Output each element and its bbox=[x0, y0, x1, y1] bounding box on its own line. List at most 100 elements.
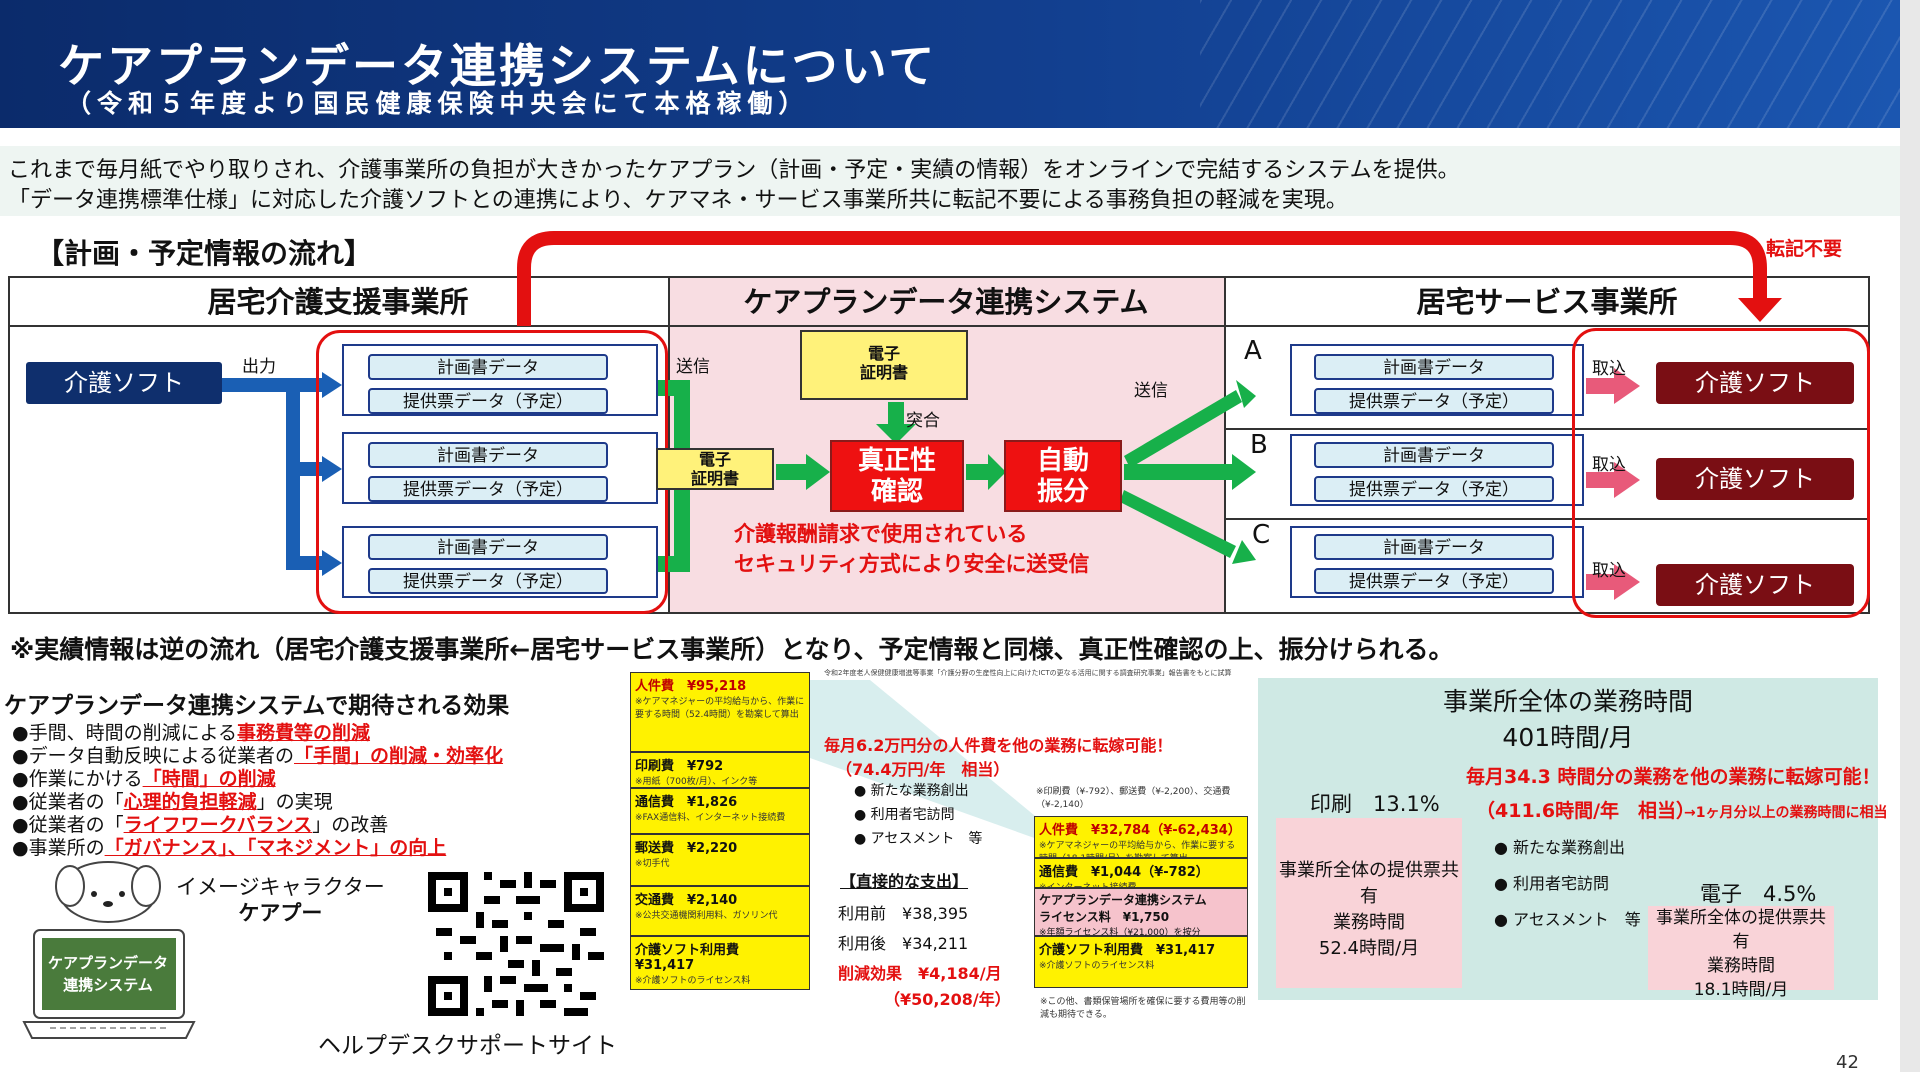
software-cost-cell: 介護ソフト利用費¥31,417※介護ソフトのライセンス料 bbox=[630, 936, 810, 990]
plan-data-pill: 計画書データ bbox=[1314, 354, 1554, 380]
license-cost-cell: ケアプランデータ連携システムライセンス料 ¥1,750※年額ライセンス料（¥21… bbox=[1034, 888, 1248, 938]
kaigo-soft-b: 介護ソフト bbox=[1656, 458, 1854, 500]
column-header-care-support: 居宅介護支援事業所 bbox=[207, 285, 469, 319]
effect-item: ●従業者の「ライフワークバランス」の改善 bbox=[12, 814, 389, 836]
flow-note: ※実績情報は逆の流れ（居宅介護支援事業所←居宅サービス事業所）となり、予定情報と… bbox=[10, 635, 1454, 664]
effect-item: ●データ自動反映による従業者の「手間」の削減・効率化 bbox=[12, 745, 504, 767]
print-share-label: 印刷 13.1% bbox=[1310, 792, 1440, 816]
mid-bullet: ● 新たな業務創出 bbox=[854, 783, 969, 799]
work-bullet: ● 利用者宅訪問 bbox=[1494, 874, 1610, 893]
printing-cost-cell: 印刷費 ¥792※用紙（700枚/月）、インク等 bbox=[630, 752, 810, 788]
import-label-c: 取込 bbox=[1592, 561, 1626, 581]
service-data-pill: 提供票データ（予定） bbox=[368, 568, 608, 594]
postage-cost-cell: 郵送費 ¥2,220※切手代 bbox=[630, 834, 810, 886]
send-label-left: 送信 bbox=[676, 357, 710, 377]
verify-label: 突合 bbox=[906, 411, 940, 431]
intro-box bbox=[0, 146, 1900, 216]
software-cost-after-cell: 介護ソフト利用費 ¥31,417※介護ソフトのライセンス料 bbox=[1034, 936, 1248, 988]
header-decoration bbox=[1200, 0, 1900, 128]
page-number: 42 bbox=[1836, 1052, 1859, 1073]
comm-cost-cell: 通信費 ¥1,826※FAX通信料、インターネット接続費 bbox=[630, 788, 810, 834]
storage-footnote: ※この他、書類保管場所を確保に要する費用等の削減も期待できる。 bbox=[1040, 997, 1246, 1020]
plan-data-pill: 計画書データ bbox=[368, 534, 608, 560]
service-data-pill: 提供票データ（予定） bbox=[1314, 476, 1554, 502]
service-data-pill: 提供票データ（予定） bbox=[368, 476, 608, 502]
security-note-2: セキュリティ方式により安全に送受信 bbox=[734, 552, 1090, 576]
row-divider-2 bbox=[1224, 518, 1870, 520]
kaigo-soft-a: 介護ソフト bbox=[1656, 362, 1854, 404]
row-divider-1 bbox=[1224, 428, 1870, 430]
intro-line-1: これまで毎月紙でやり取りされ、介護事業所の負担が大きかったケアプラン（計画・予定… bbox=[8, 158, 1460, 183]
effect-item: ●従業者の「心理的負担軽減」の実現 bbox=[12, 791, 333, 813]
labor-transfer-note-1: 毎月6.2万円分の人件費を他の業務に転嫁可能！ bbox=[824, 736, 1173, 755]
column-divider-left bbox=[668, 276, 670, 614]
page-title: ケアプランデータ連携システムについて bbox=[58, 39, 938, 93]
right-highlight-frame bbox=[1572, 328, 1870, 618]
cert-box-top: 電子 証明書 bbox=[800, 330, 968, 400]
reduced-items-note: ※印刷費（¥-792）、郵送費（¥-2,200）、交通費（¥-2,140） bbox=[1036, 787, 1231, 810]
transfer-red-arrow bbox=[517, 231, 1767, 326]
transfer-red-arrowhead bbox=[1738, 298, 1782, 322]
flow-heading: 【計画・予定情報の流れ】 bbox=[36, 237, 373, 270]
column-header-service: 居宅サービス事業所 bbox=[1416, 285, 1678, 319]
output-label: 出力 bbox=[242, 357, 276, 377]
work-bullet: ● アセスメント 等 bbox=[1494, 910, 1641, 929]
header-divider bbox=[8, 325, 1870, 327]
row-label-c: C bbox=[1252, 520, 1271, 550]
security-note-1: 介護報酬請求で使用されている bbox=[734, 522, 1028, 546]
authenticity-check-block: 真正性 確認 bbox=[830, 440, 964, 512]
service-data-pill: 提供票データ（予定） bbox=[1314, 388, 1554, 414]
effect-item: ●手間、時間の削減による事務費等の削減 bbox=[12, 722, 371, 744]
header-banner bbox=[0, 0, 1900, 128]
mid-bullet: ● アセスメント 等 bbox=[854, 831, 983, 847]
send-label-right: 送信 bbox=[1134, 381, 1168, 401]
labor-cost-after-cell: 人件費 ¥32,784（¥-62,434）※ケアマネジャーの平均給与から、作業に… bbox=[1034, 816, 1248, 858]
labor-cost-cell: 人件費 ¥95,218※ケアマネジャーの平均給与から、作業に要する時間（52.4… bbox=[630, 672, 810, 752]
row-label-b: B bbox=[1250, 430, 1268, 460]
left-highlight-frame bbox=[316, 330, 668, 614]
work-bullet: ● 新たな業務創出 bbox=[1494, 838, 1626, 857]
effect-item: ●作業にかける「時間」の削減 bbox=[12, 768, 276, 790]
after-row: 利用後 ¥34,211 bbox=[838, 934, 969, 953]
character-laptop-illustration bbox=[22, 861, 196, 1039]
transport-cost-cell: 交通費 ¥2,140※公共交通機関利用料、ガソリン代 bbox=[630, 886, 810, 936]
work-time-total: 401時間/月 bbox=[1502, 723, 1634, 752]
comm-cost-after-cell: 通信費 ¥1,044（¥-782）※インターネット接続費 bbox=[1034, 858, 1248, 888]
plan-data-pill: 計画書データ bbox=[1314, 442, 1554, 468]
work-transfer-note-2: （411.6時間/年 相当） bbox=[1476, 800, 1696, 822]
import-label-b: 取込 bbox=[1592, 455, 1626, 475]
cert-box-left: 電子 証明書 bbox=[656, 448, 774, 490]
page-subtitle: （令和５年度より国民健康保険中央会にて本格稼働） bbox=[66, 89, 810, 118]
plan-data-pill: 計画書データ bbox=[1314, 534, 1554, 560]
import-label-a: 取込 bbox=[1592, 359, 1626, 379]
column-divider-right bbox=[1224, 276, 1226, 614]
plan-data-pill: 計画書データ bbox=[368, 442, 608, 468]
service-data-pill: 提供票データ（予定） bbox=[1314, 568, 1554, 594]
mid-bullet: ● 利用者宅訪問 bbox=[854, 807, 955, 823]
service-data-pill: 提供票データ（予定） bbox=[368, 388, 608, 414]
row-label-a: A bbox=[1244, 336, 1262, 366]
qr-code bbox=[428, 872, 604, 1016]
slide-edge bbox=[1900, 0, 1920, 1072]
work-transfer-note-1: 毎月34.3 時間分の業務を他の業務に転嫁可能！ bbox=[1466, 766, 1881, 788]
work-time-title: 事業所全体の業務時間 bbox=[1442, 687, 1693, 716]
helpdesk-link[interactable]: ヘルプデスクサポートサイト bbox=[318, 1033, 617, 1059]
direct-expense-title: 【直接的な支出】 bbox=[840, 872, 969, 891]
work-transfer-note-3: →1ヶ月分以上の業務時間に相当 bbox=[1684, 805, 1888, 821]
cost-connector-shape bbox=[810, 680, 1040, 840]
column-header-system: ケアプランデータ連携システム bbox=[743, 285, 1149, 319]
effects-title: ケアプランデータ連携システムで期待される効果 bbox=[4, 693, 510, 719]
kaigo-soft-left: 介護ソフト bbox=[26, 362, 222, 404]
auto-sort-block: 自動 振分 bbox=[1004, 440, 1122, 512]
reduction-effect-year: （¥50,208/年） bbox=[884, 990, 1011, 1009]
character-caption: イメージキャラクター ケアプー bbox=[176, 875, 385, 925]
laptop-text-1: ケアプランデータ bbox=[47, 954, 168, 972]
laptop-text-2: 連携システム bbox=[63, 976, 153, 994]
electronic-share-label: 電子 4.5% bbox=[1700, 882, 1817, 906]
no-transcribe-label: 転記不要 bbox=[1766, 238, 1843, 260]
cost-source-note: 令和2年度老人保健健康増進等事業「介護分野の生産性向上に向けたICTの更なる活用… bbox=[824, 669, 1232, 677]
plan-data-pill: 計画書データ bbox=[368, 354, 608, 380]
effect-item: ●事業所の「ガバナンス」、「マネジメント」の向上 bbox=[12, 837, 447, 859]
